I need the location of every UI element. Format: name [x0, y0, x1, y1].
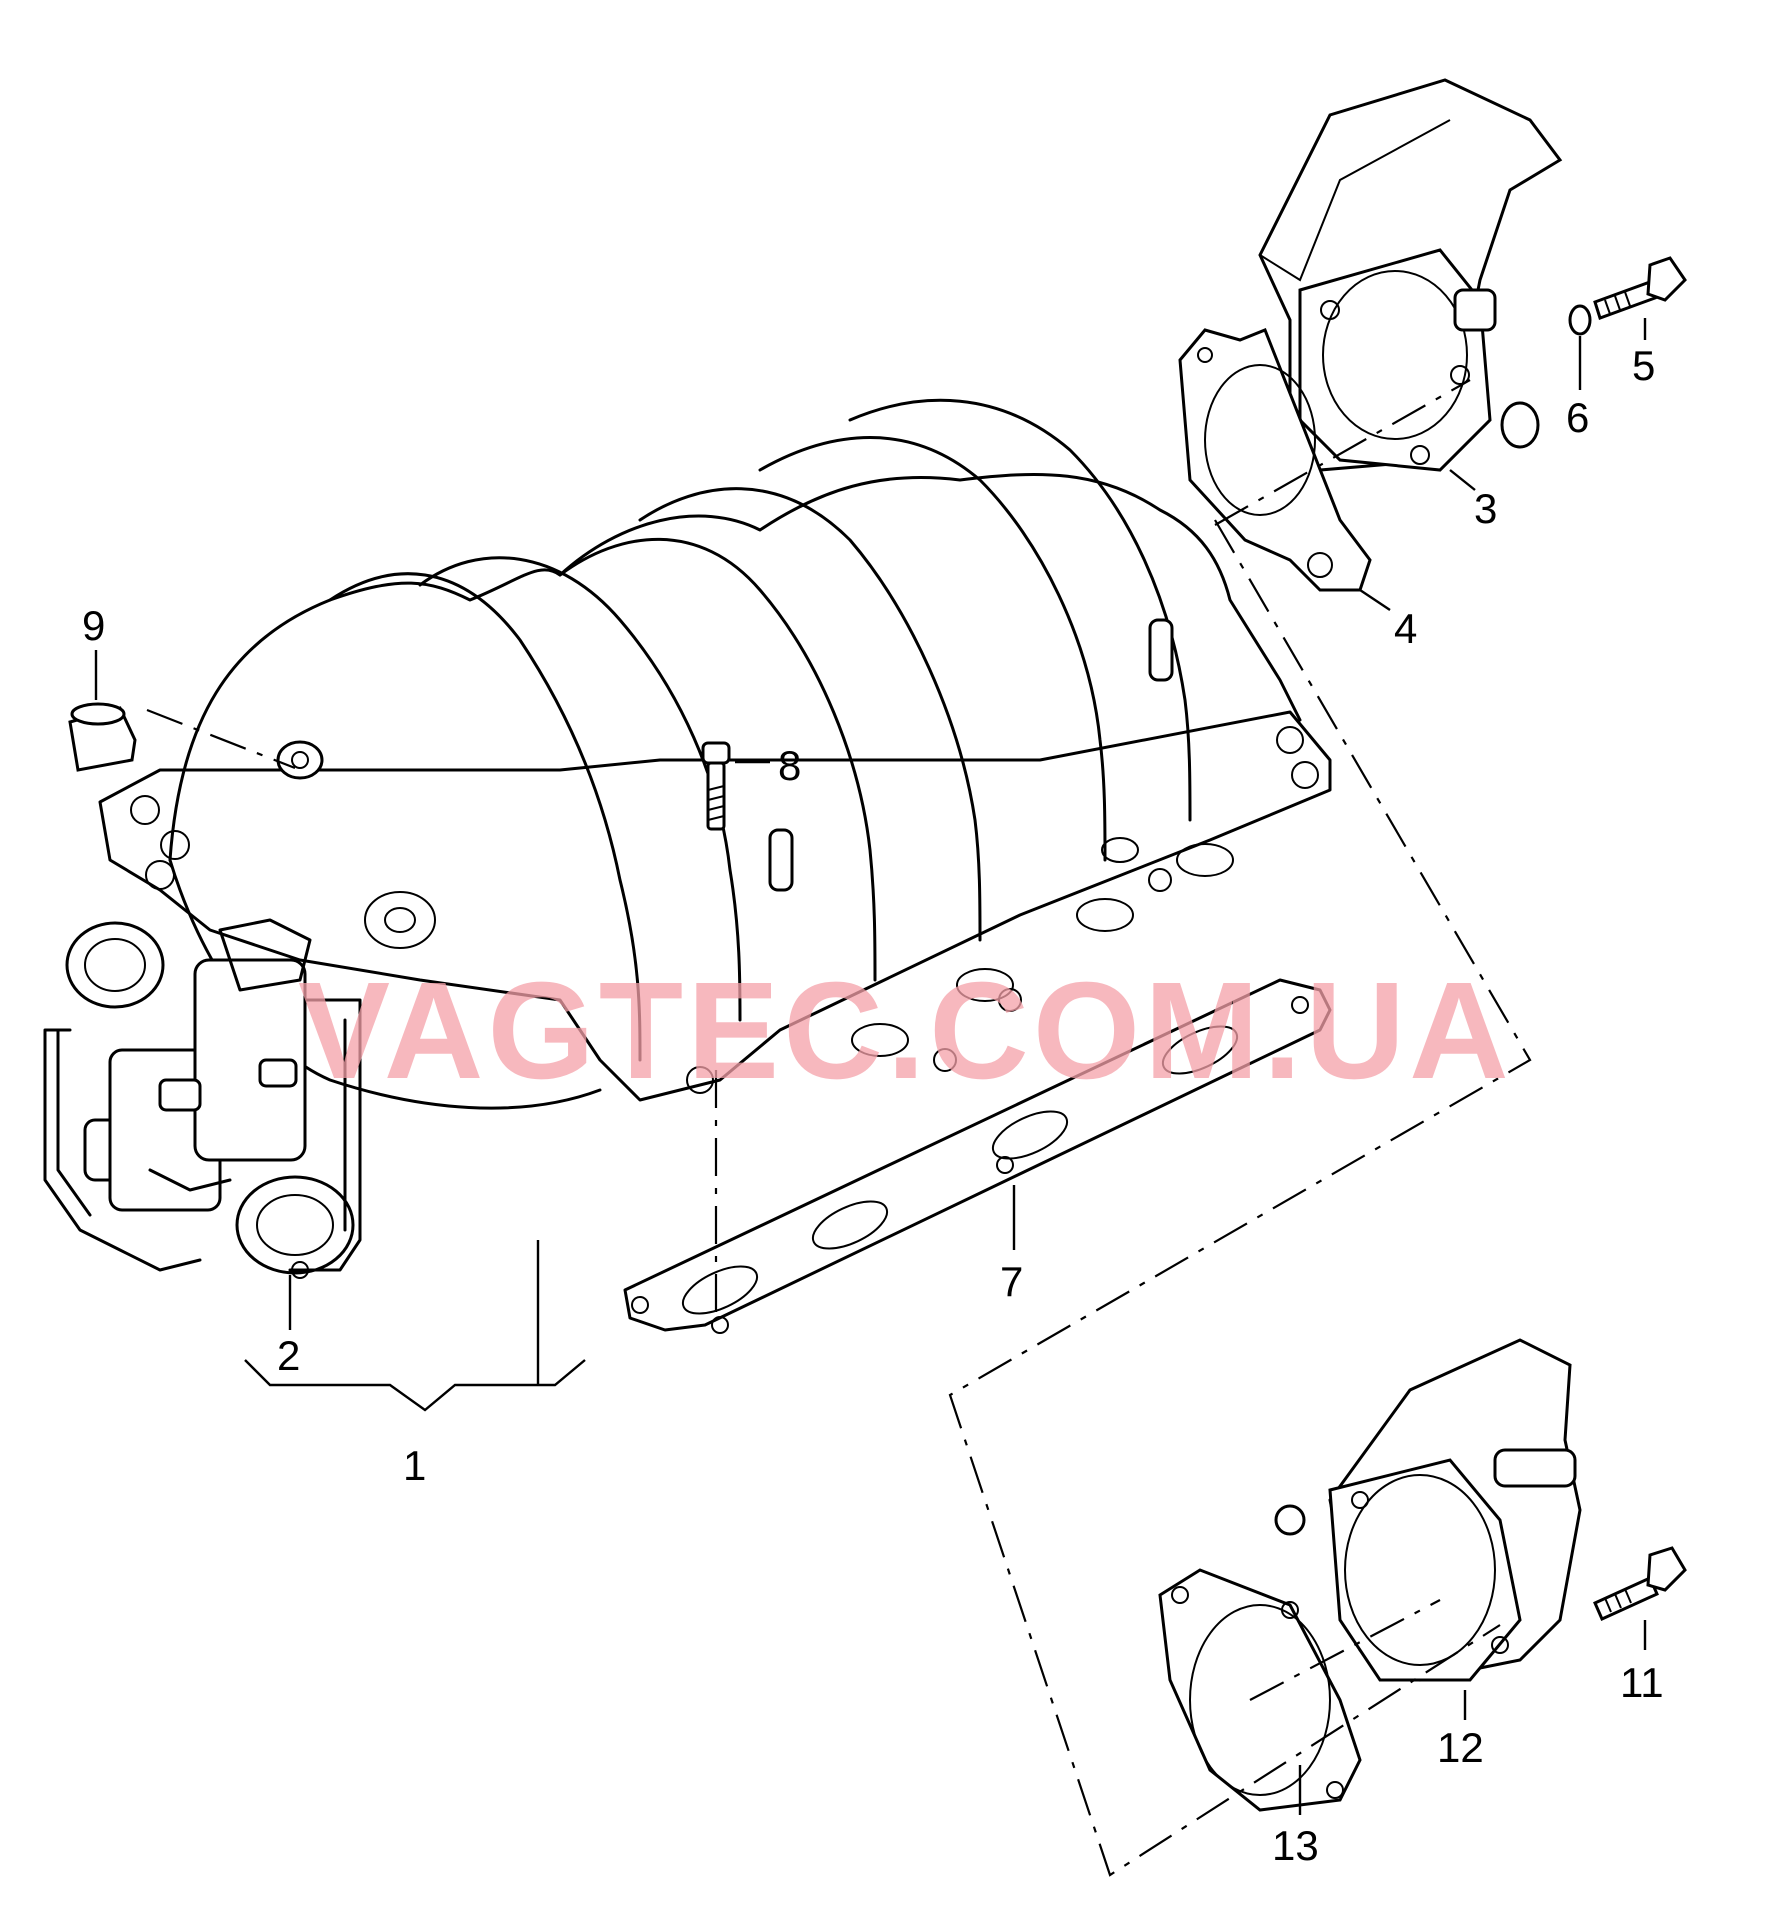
throttle-gasket-4 [1178, 328, 1372, 592]
callout-13: 13 [1272, 1822, 1319, 1869]
callout-8: 8 [778, 742, 801, 789]
callout-1: 1 [403, 1442, 426, 1489]
throttle-body-12 [1274, 1338, 1582, 1682]
callout-3: 3 [1474, 485, 1497, 532]
watermark: VAGTEC.COM.UA [298, 954, 1513, 1108]
callout-9: 9 [82, 602, 105, 649]
callout-11: 11 [1620, 1659, 1664, 1706]
callout-5: 5 [1632, 342, 1655, 389]
throttle-gasket-13 [1158, 1568, 1362, 1812]
callout-2: 2 [277, 1332, 300, 1379]
bolt-8 [701, 741, 731, 831]
callout-7: 7 [1000, 1258, 1023, 1305]
callout-numbers: 1 2 3 4 5 6 7 8 9 11 12 13 [82, 342, 1664, 1869]
bolt-5 [1593, 256, 1687, 320]
manifold-gasket [623, 978, 1332, 1334]
throttle-body [1258, 78, 1563, 472]
vacuum-actuator-assembly [43, 918, 362, 1279]
plug [68, 702, 137, 772]
intake-manifold [98, 398, 1332, 1110]
washer-6 [1568, 304, 1592, 336]
callout-12: 12 [1437, 1724, 1484, 1771]
bolt-11 [1593, 1546, 1687, 1621]
callout-6: 6 [1566, 394, 1589, 441]
leader-lines [94, 318, 1647, 1815]
alignment-lines [146, 379, 1532, 1877]
callout-4: 4 [1394, 605, 1417, 652]
